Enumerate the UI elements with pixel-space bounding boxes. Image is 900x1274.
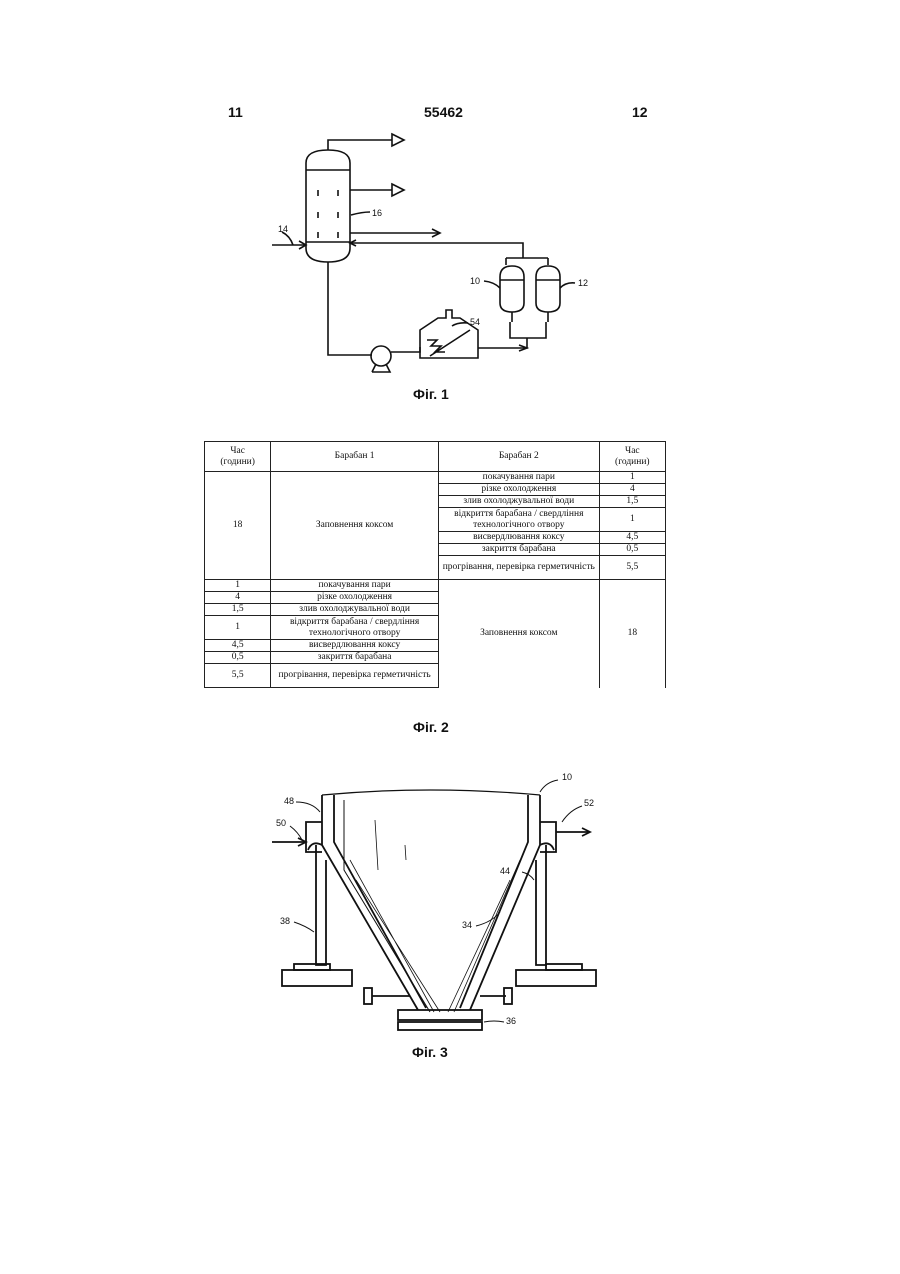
overhead-arrow bbox=[392, 134, 404, 146]
fractionator-column bbox=[306, 150, 350, 262]
drum-1-op-name: прогрівання, перевірка герметичність bbox=[271, 664, 439, 688]
bottoms-line bbox=[328, 262, 372, 355]
label-feed: 14 bbox=[278, 224, 288, 234]
header-drum-2: Барабан 2 bbox=[438, 442, 599, 472]
drum-1-op-hours: 0,5 bbox=[205, 652, 271, 664]
header-drum-1: Барабан 1 bbox=[271, 442, 439, 472]
foundation-left bbox=[282, 970, 352, 986]
bottom-cover bbox=[398, 1022, 482, 1030]
label-furnace: 54 bbox=[470, 317, 480, 327]
document-number: 55462 bbox=[424, 104, 463, 120]
label-drum-2: 12 bbox=[578, 278, 588, 288]
drum-1-op-name: злив охолоджувальної води bbox=[271, 604, 439, 616]
drum-2-op-hours: 5,5 bbox=[599, 556, 665, 580]
drum-2-op-name: покачування пари bbox=[438, 472, 599, 484]
drum-1-op-hours: 4,5 bbox=[205, 640, 271, 652]
drum-2-op-name: висвердлювання коксу bbox=[438, 532, 599, 544]
drum-2-op-name: закриття барабана bbox=[438, 544, 599, 556]
foundation-right bbox=[516, 970, 596, 986]
drum-2-op-name: відкриття барабана / свердління технолог… bbox=[438, 508, 599, 532]
figure-1-caption: Фіг. 1 bbox=[413, 386, 449, 402]
label-inlet: 50 bbox=[276, 818, 286, 828]
coke-drum-1 bbox=[500, 266, 524, 312]
drum-1-op-hours: 1 bbox=[205, 580, 271, 592]
drum-1-op-hours: 4 bbox=[205, 592, 271, 604]
label-outlet: 52 bbox=[584, 798, 594, 808]
drum-1-op-hours: 5,5 bbox=[205, 664, 271, 688]
skirt-left bbox=[316, 845, 326, 965]
figure-1-diagram: 16 14 10 12 54 bbox=[270, 125, 610, 390]
label-bottom: 36 bbox=[506, 1016, 516, 1026]
label-support: 38 bbox=[280, 916, 290, 926]
drum-overhead-line bbox=[350, 243, 523, 258]
drum-2-op-hours: 1 bbox=[599, 472, 665, 484]
drum-2-op-hours: 4,5 bbox=[599, 532, 665, 544]
drum-wall-right-outer bbox=[470, 795, 540, 1010]
drum-2-op-name: різке охолодження bbox=[438, 484, 599, 496]
figure-2-caption: Фіг. 2 bbox=[413, 719, 449, 735]
label-skirt-top: 48 bbox=[284, 796, 294, 806]
label-drum: 10 bbox=[562, 772, 572, 782]
drum-2-filling: Заповнення коксом bbox=[438, 580, 599, 688]
page-number-right: 12 bbox=[632, 104, 648, 120]
skirt-right bbox=[536, 845, 546, 965]
pump bbox=[371, 346, 391, 366]
drum-1-op-hours: 1 bbox=[205, 616, 271, 640]
drum-2-op-hours: 4 bbox=[599, 484, 665, 496]
label-cone: 34 bbox=[462, 920, 472, 930]
drum-2-op-hours: 1 bbox=[599, 508, 665, 532]
label-wall: 44 bbox=[500, 866, 510, 876]
drum-2-op-hours: 0,5 bbox=[599, 544, 665, 556]
figure-2-table: Час (години) Барабан 1 Барабан 2 Час (го… bbox=[204, 441, 666, 688]
header-time-right: Час (години) bbox=[599, 442, 665, 472]
header-time-left: Час (години) bbox=[205, 442, 271, 472]
transfer-line bbox=[478, 338, 527, 348]
drum-2-op-hours: 1,5 bbox=[599, 496, 665, 508]
drum-1-op-name: висвердлювання коксу bbox=[271, 640, 439, 652]
drum-1-op-hours: 1,5 bbox=[205, 604, 271, 616]
figure-3-caption: Фіг. 3 bbox=[412, 1044, 448, 1060]
drum-1-op-name: закриття барабана bbox=[271, 652, 439, 664]
coke-drum-2 bbox=[536, 266, 560, 312]
label-drum-1: 10 bbox=[470, 276, 480, 286]
drum-1-op-name: покачування пари bbox=[271, 580, 439, 592]
drum-1-filling-hours: 18 bbox=[205, 472, 271, 580]
drum-2-filling-hours: 18 bbox=[599, 580, 665, 688]
drum-2-op-name: злив охолоджувальної води bbox=[438, 496, 599, 508]
drum-1-op-name: різке охолодження bbox=[271, 592, 439, 604]
page-number-left: 11 bbox=[228, 104, 243, 120]
figure-3-diagram: 10 48 50 52 44 34 38 36 bbox=[268, 770, 608, 1045]
overhead-line bbox=[328, 140, 392, 150]
label-column: 16 bbox=[372, 208, 382, 218]
drum-wall-right-inner bbox=[460, 795, 528, 1008]
drum-1-filling: Заповнення коксом bbox=[271, 472, 439, 580]
drum-1-op-name: відкриття барабана / свердління технолог… bbox=[271, 616, 439, 640]
drum-wall-left-inner bbox=[334, 795, 426, 1008]
drum-2-op-name: прогрівання, перевірка герметичність bbox=[438, 556, 599, 580]
